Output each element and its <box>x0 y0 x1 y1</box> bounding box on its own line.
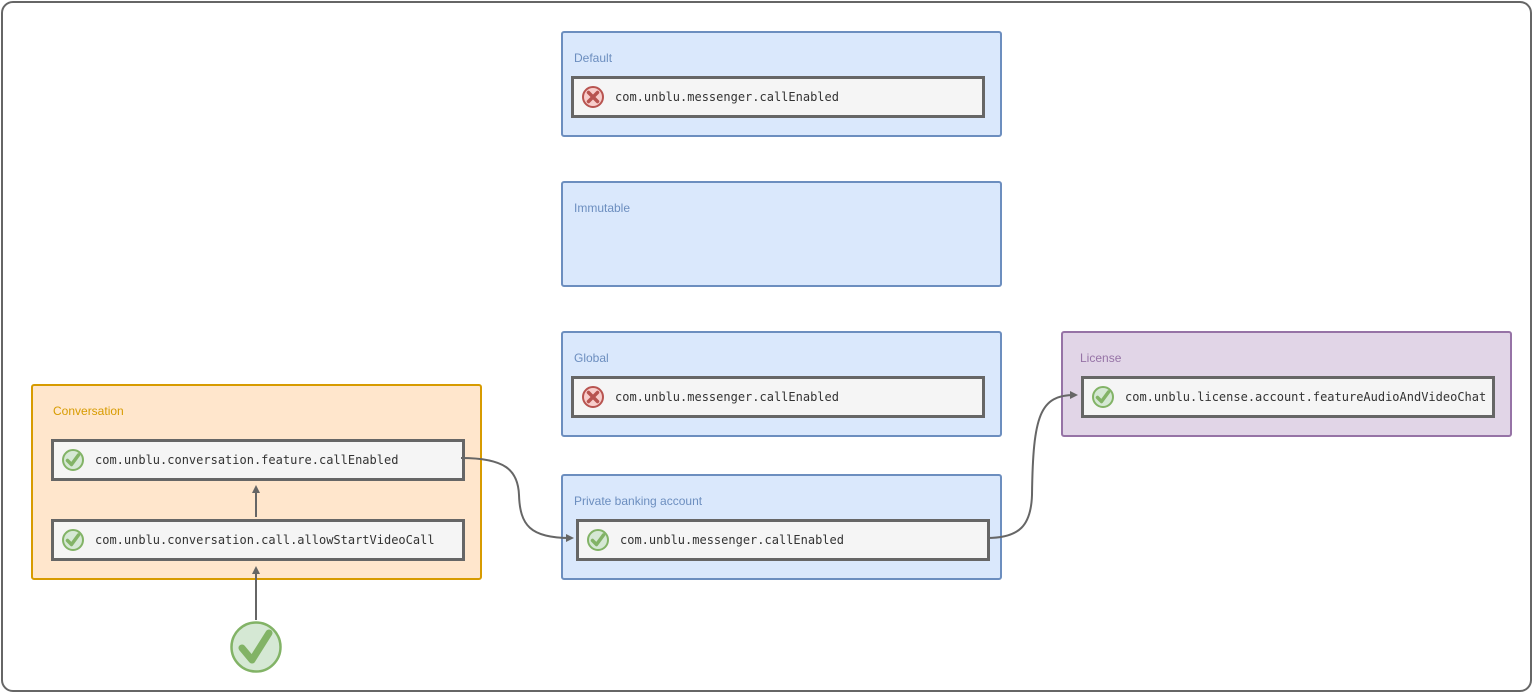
enabled-check-icon <box>62 449 84 471</box>
group-conversation-label: Conversation <box>53 404 124 418</box>
group-global: Global com.unblu.messenger.callEnabled <box>561 331 1002 437</box>
connector-conversation-to-private-banking <box>460 457 574 542</box>
setting-default-call-enabled: com.unblu.messenger.callEnabled <box>571 76 985 118</box>
disabled-x-icon <box>582 386 604 408</box>
group-conversation: Conversation com.unblu.conversation.feat… <box>31 384 482 580</box>
enabled-check-icon <box>587 529 609 551</box>
setting-key: com.unblu.messenger.callEnabled <box>615 390 839 404</box>
setting-key: com.unblu.license.account.featureAudioAn… <box>1125 390 1487 404</box>
group-default-label: Default <box>574 51 613 65</box>
disabled-x-icon <box>582 86 604 108</box>
setting-private-banking-call-enabled: com.unblu.messenger.callEnabled <box>576 519 990 561</box>
group-private-banking-label: Private banking account <box>574 494 703 508</box>
group-global-label: Global <box>574 351 609 365</box>
setting-key: com.unblu.conversation.call.allowStartVi… <box>95 533 435 547</box>
group-license: License com.unblu.license.account.featur… <box>1061 331 1512 437</box>
setting-key: com.unblu.conversation.feature.callEnabl… <box>95 453 399 467</box>
enabled-check-icon <box>62 529 84 551</box>
group-default: Default com.unblu.messenger.callEnabled <box>561 31 1002 137</box>
setting-conversation-feature-call-enabled: com.unblu.conversation.feature.callEnabl… <box>51 439 465 481</box>
setting-key: com.unblu.messenger.callEnabled <box>620 533 844 547</box>
group-license-label: License <box>1080 351 1122 365</box>
enabled-check-icon <box>1092 386 1114 408</box>
setting-license-audio-video-chat: com.unblu.license.account.featureAudioAn… <box>1081 376 1495 418</box>
connector-private-banking-to-license <box>986 391 1078 539</box>
setting-key: com.unblu.messenger.callEnabled <box>615 90 839 104</box>
group-immutable: Immutable <box>561 181 1002 287</box>
group-immutable-label: Immutable <box>574 201 631 215</box>
setting-global-call-enabled: com.unblu.messenger.callEnabled <box>571 376 985 418</box>
result-check-circle-icon <box>230 621 282 673</box>
setting-conversation-allow-start-video-call: com.unblu.conversation.call.allowStartVi… <box>51 519 465 561</box>
group-private-banking-account: Private banking account com.unblu.messen… <box>561 474 1002 580</box>
